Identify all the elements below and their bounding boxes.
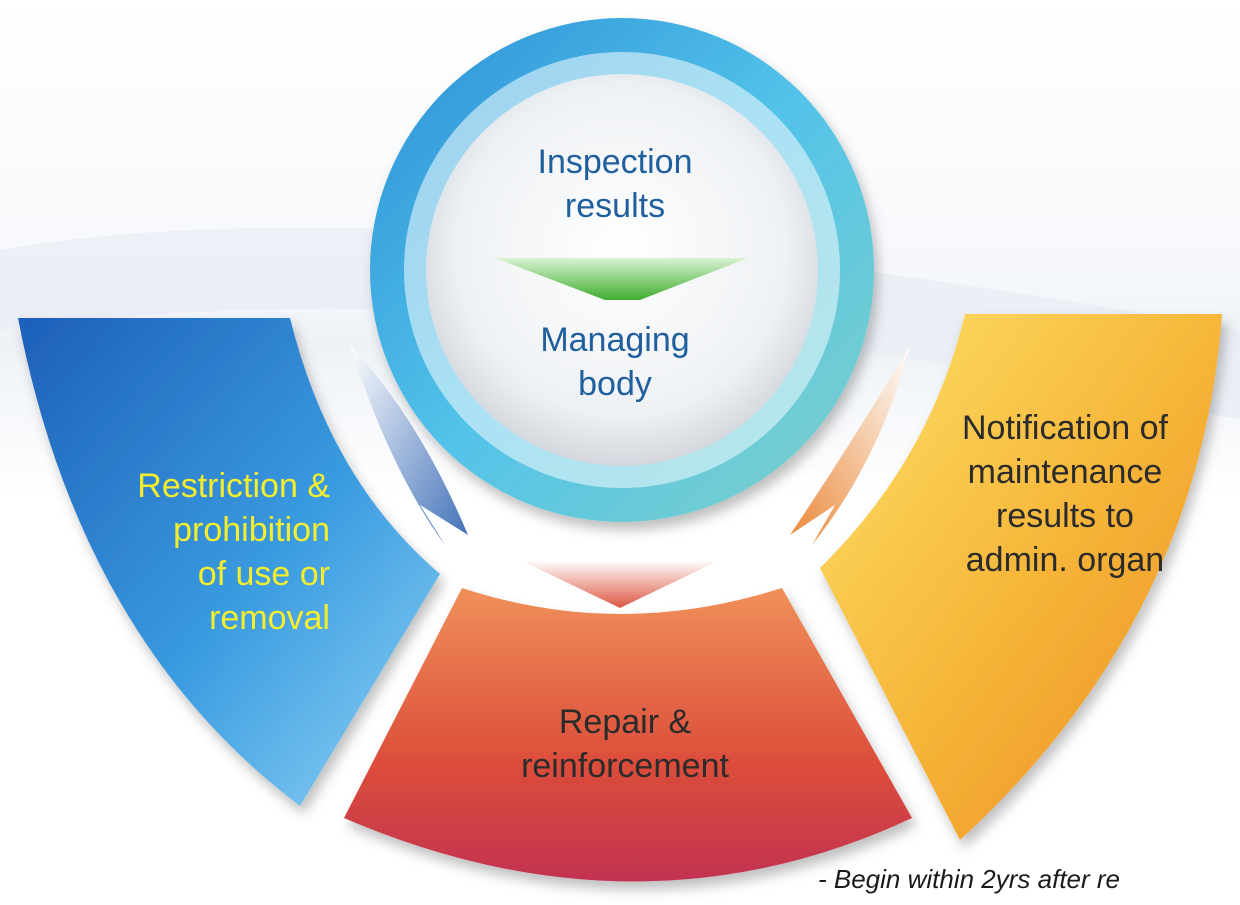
arrow-to-left-icon	[350, 345, 468, 545]
down-arrow-icon	[495, 258, 748, 300]
segment-bottom-label: Repair & reinforcement	[521, 703, 729, 785]
arrow-to-bottom-icon	[520, 560, 720, 608]
background-swoosh	[0, 227, 1240, 420]
segment-right-label: Notification of maintenance results to a…	[962, 409, 1168, 579]
center-bottom-label: Managing body	[540, 321, 690, 403]
center-top-label: Inspection results	[537, 143, 693, 225]
segment-left-label: Restriction & prohibition of use or remo…	[137, 467, 330, 637]
arrow-to-right-icon	[790, 345, 910, 545]
footnote: - Begin within 2yrs after re	[818, 864, 1121, 894]
segment-right	[820, 314, 1222, 840]
segment-bottom	[344, 588, 912, 882]
segment-left	[18, 318, 440, 806]
